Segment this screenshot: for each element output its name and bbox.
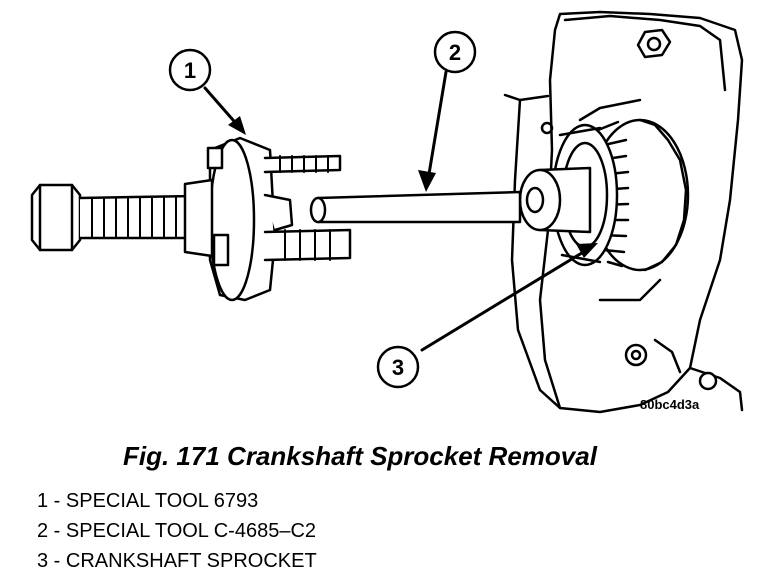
crankshaft-nose [518, 166, 592, 234]
callout-3-circle [376, 345, 420, 389]
callout-1-arrow [203, 86, 246, 135]
legend-item: 3 - CRANKSHAFT SPROCKET [37, 550, 317, 572]
callout-3-number: 3 [392, 355, 404, 380]
bolt-top [636, 28, 672, 59]
legend-item: 1 - SPECIAL TOOL 6793 [37, 490, 259, 512]
callout-1-number: 1 [184, 58, 196, 83]
bolt-bottom [540, 121, 718, 391]
callout-1-circle [168, 48, 212, 92]
callout-2-circle [433, 30, 477, 74]
callout-3-arrow [420, 243, 598, 352]
legend-item: 2 - SPECIAL TOOL C-4685–C2 [37, 520, 317, 542]
diagram-illustration: 1 2 3 80bc4d3a [30, 10, 744, 414]
special-tool-6793-puller [30, 136, 352, 302]
special-tool-c4685-rod [309, 190, 522, 224]
figure-caption: Fig. 171 Crankshaft Sprocket Removal [123, 441, 597, 471]
legend-list: 1 - SPECIAL TOOL 6793 2 - SPECIAL TOOL C… [37, 486, 317, 576]
image-code: 80bc4d3a [640, 397, 700, 412]
callout-2-number: 2 [449, 40, 461, 65]
callout-2-arrow [418, 70, 448, 192]
